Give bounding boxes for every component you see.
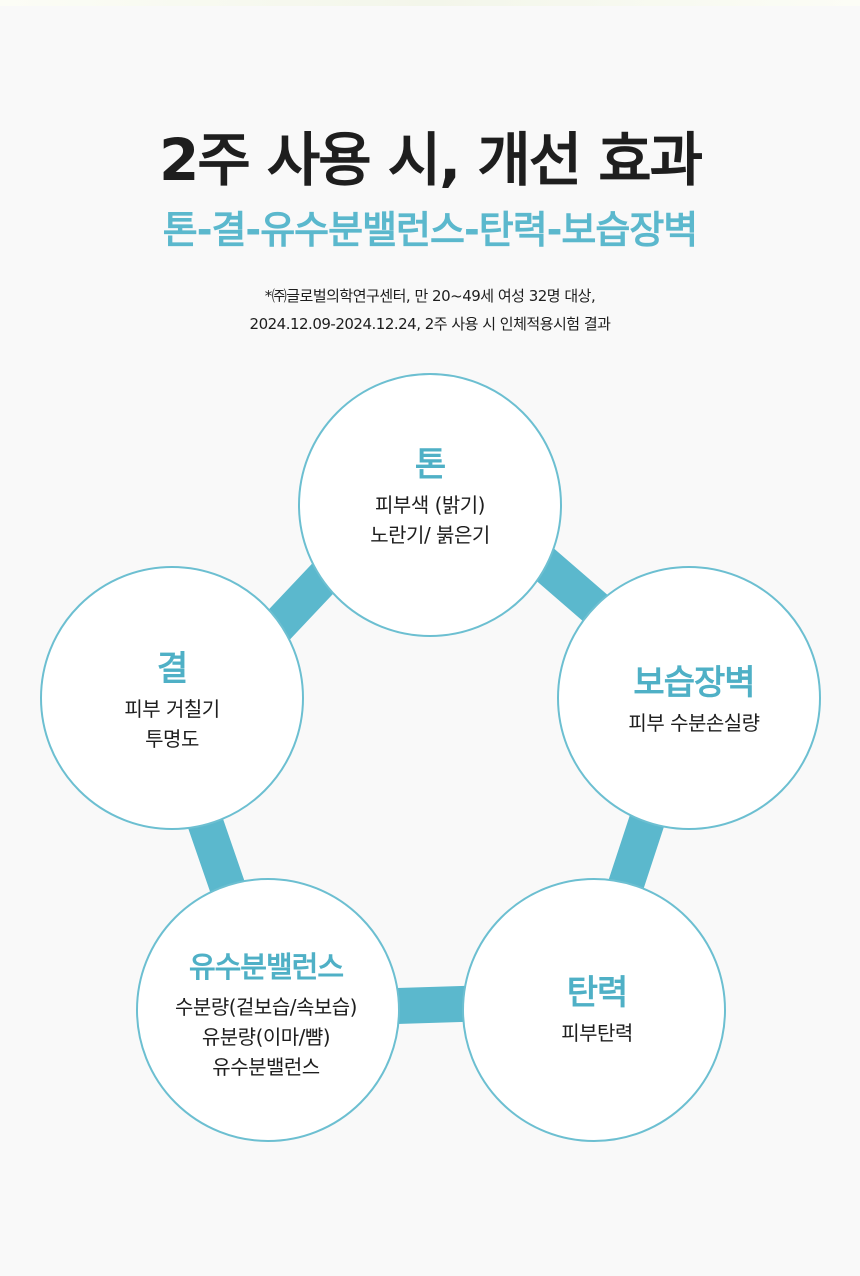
item-oil-moisture-balance: 유수분밸런스 수분량(겉보습/속보습) 유분량(이마/뺨) 유수분밸런스 — [175, 942, 357, 1082]
item-detail: 피부색 (밝기) — [375, 493, 485, 517]
item-title: 톤 — [414, 445, 446, 485]
page-subtitle: 톤-결-유수분밸런스-탄력-보습장벽 — [162, 208, 699, 252]
item-tone: 톤 피부색 (밝기) 노란기/ 붉은기 — [370, 440, 490, 550]
circle-oil-moisture-balance — [136, 878, 400, 1142]
study-note-line-2: 2024.12.09-2024.12.24, 2주 사용 시 인체적용시험 결과 — [249, 315, 611, 333]
item-detail: 투명도 — [145, 727, 199, 751]
circle-moisture-barrier — [557, 566, 821, 830]
item-detail: 피부 수분손실량 — [628, 711, 760, 735]
top-strip — [0, 0, 860, 6]
item-detail: 노란기/ 붉은기 — [370, 523, 490, 547]
item-title: 결 — [156, 649, 188, 689]
item-title: 보습장벽 — [633, 663, 755, 703]
circle-tone — [298, 373, 562, 637]
item-detail: 수분량(겉보습/속보습) — [175, 995, 357, 1019]
page-title: 2주 사용 시, 개선 효과 — [158, 126, 703, 194]
circle-texture — [40, 566, 304, 830]
item-elasticity: 탄력 피부탄력 — [561, 968, 633, 1048]
item-detail: 피부 거칠기 — [124, 697, 220, 721]
study-note-line-1: *㈜글로벌의학연구센터, 만 20~49세 여성 32명 대상, — [264, 287, 596, 305]
item-texture: 결 피부 거칠기 투명도 — [124, 644, 220, 754]
item-moisture-barrier: 보습장벽 피부 수분손실량 — [628, 658, 760, 738]
item-detail: 피부탄력 — [561, 1021, 633, 1045]
circle-elasticity — [462, 878, 726, 1142]
item-detail: 유분량(이마/뺨) — [201, 1025, 331, 1049]
item-detail: 유수분밸런스 — [212, 1055, 320, 1079]
item-title: 탄력 — [566, 973, 629, 1013]
item-title: 유수분밸런스 — [188, 950, 344, 984]
